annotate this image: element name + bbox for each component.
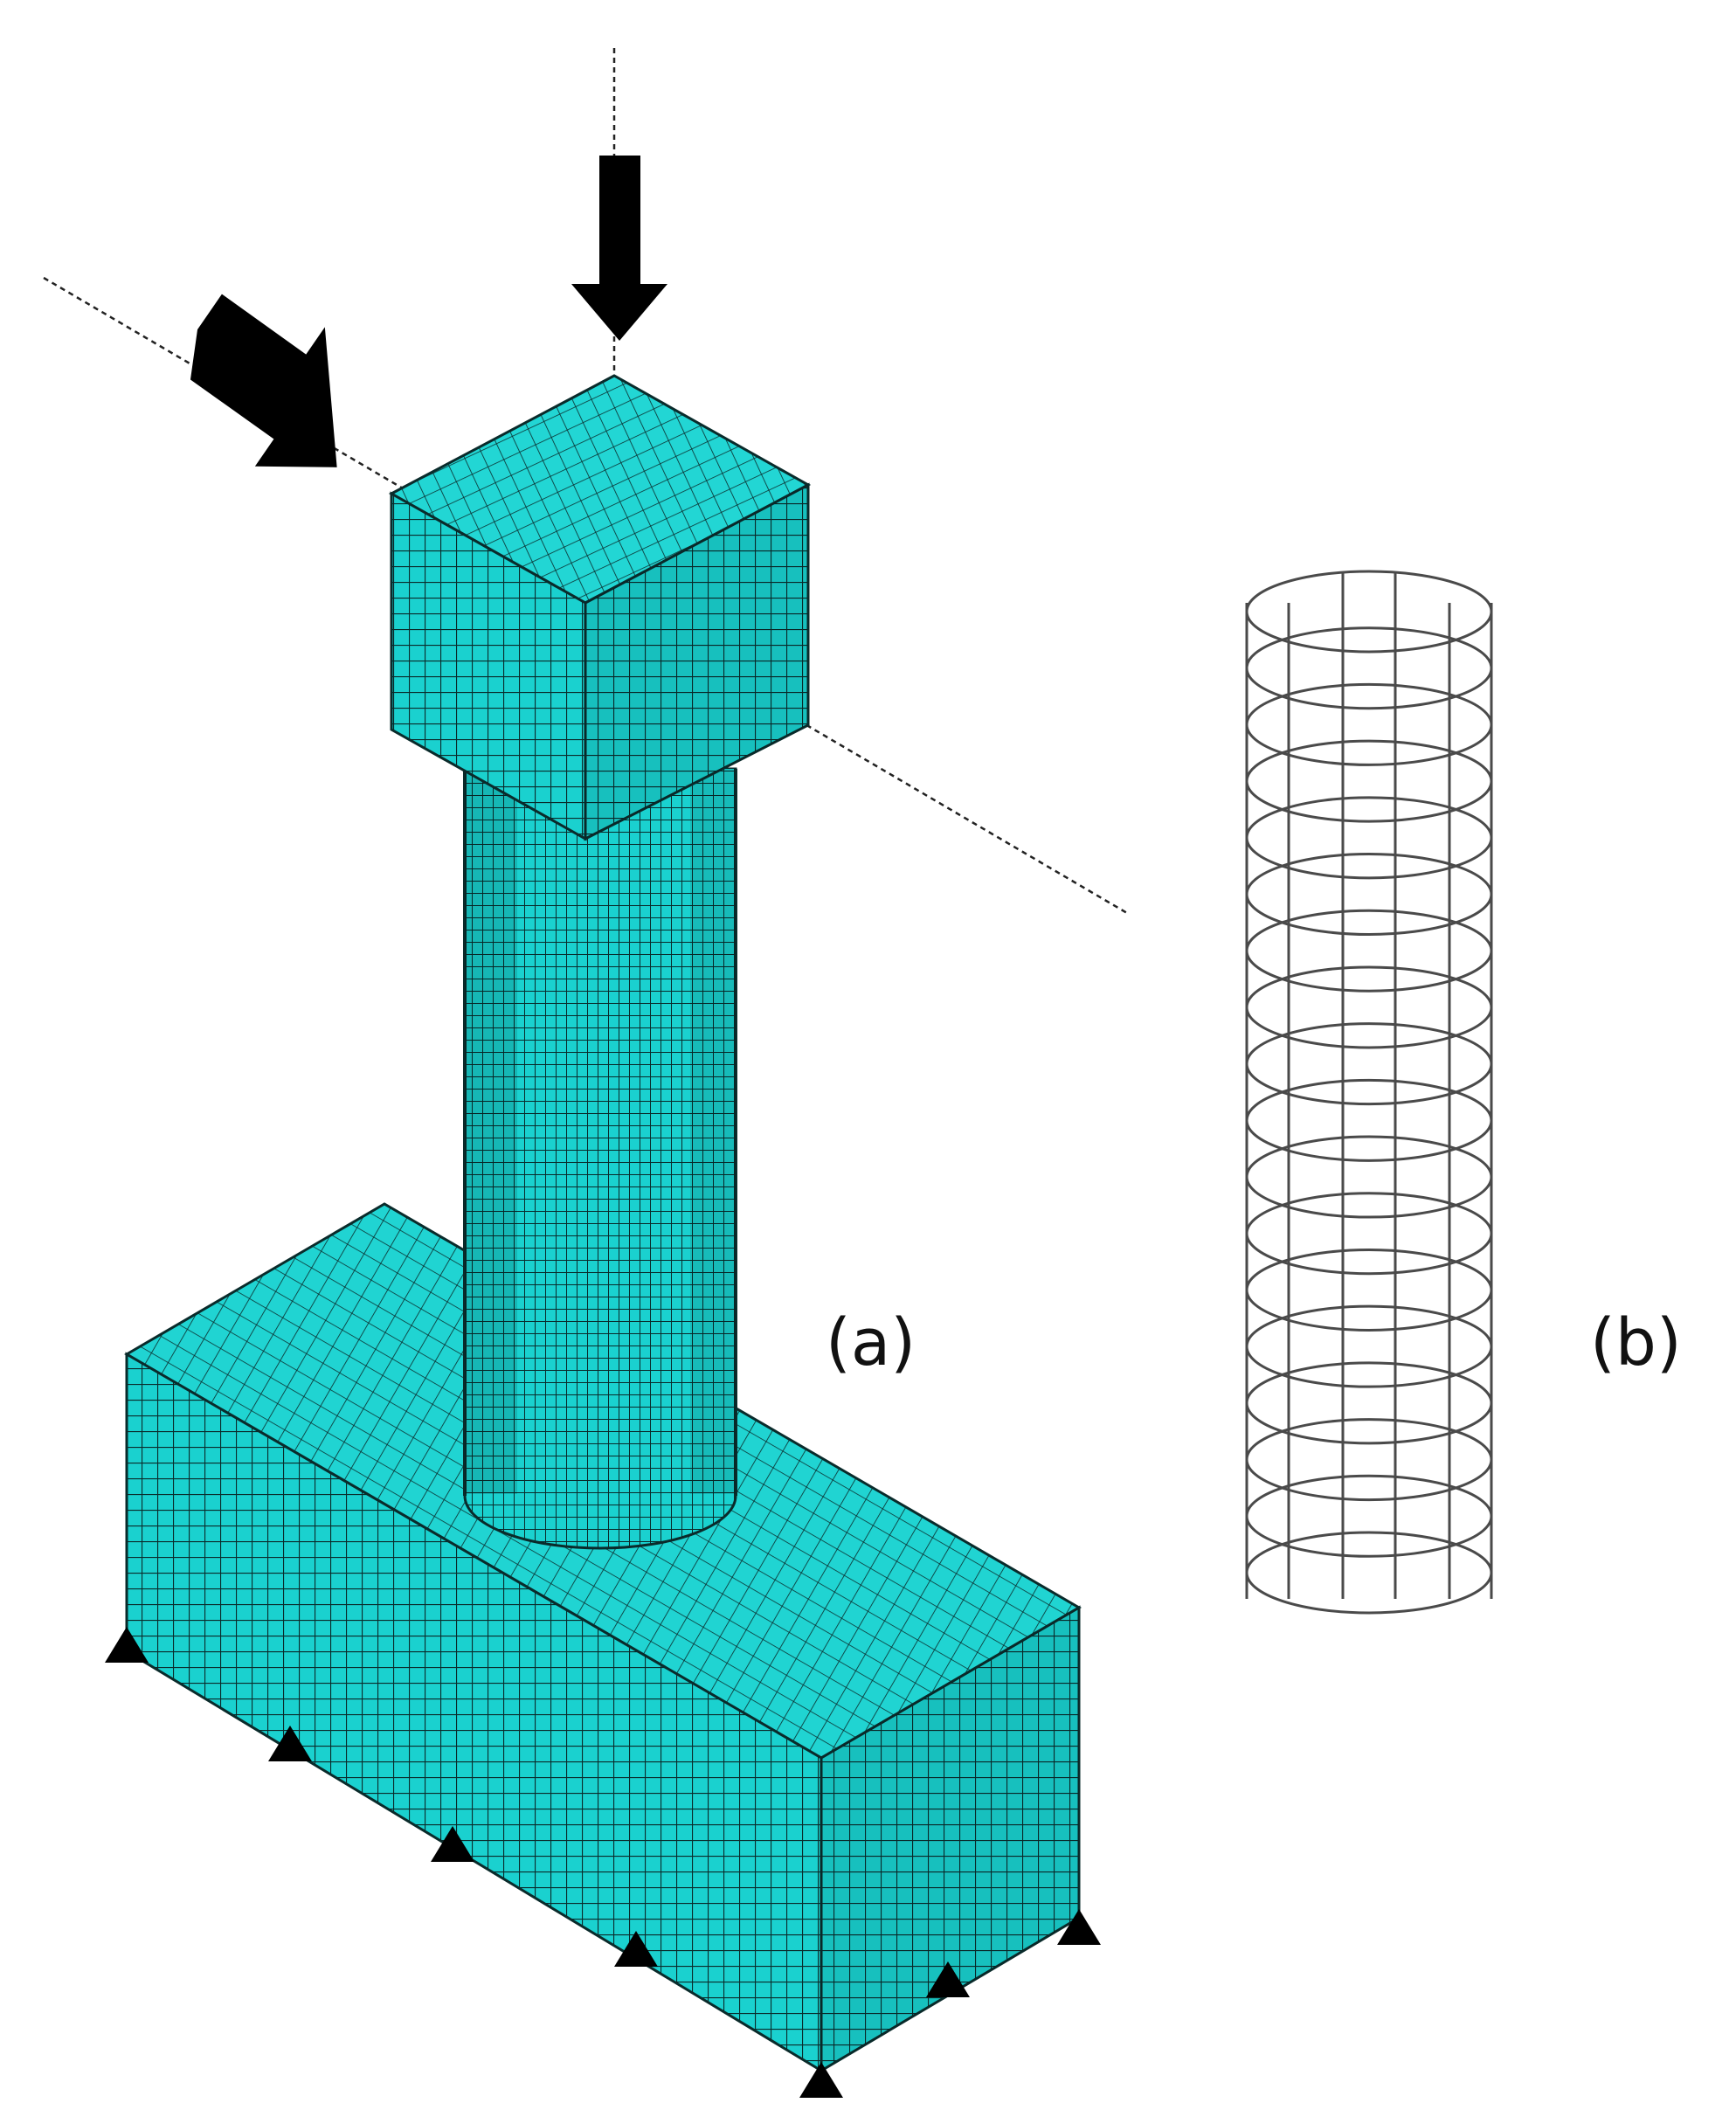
panel-label-b: (b) [1590, 1305, 1682, 1380]
triangle-support-icon [614, 1931, 658, 1967]
supports [105, 1627, 1101, 2098]
lateral-load-arrow [190, 294, 337, 467]
triangle-support-icon [1057, 1909, 1101, 1945]
triangle-support-icon [105, 1627, 149, 1663]
cap-right-face [584, 482, 810, 841]
rebar-cage [1245, 570, 1493, 1615]
triangle-support-icon [799, 2062, 843, 2098]
diagonal-arrow-icon [190, 294, 337, 467]
triangle-support-icon [431, 1826, 474, 1862]
cap-block [388, 374, 812, 841]
column-cylinder [463, 767, 737, 1550]
down-arrow-icon [571, 156, 667, 341]
triangle-support-icon [268, 1726, 312, 1761]
panel-label-a: (a) [826, 1305, 916, 1380]
triangle-support-icon [926, 1961, 970, 1997]
vertical-load-arrow [571, 156, 667, 341]
rebar-hoop [1245, 1531, 1493, 1615]
